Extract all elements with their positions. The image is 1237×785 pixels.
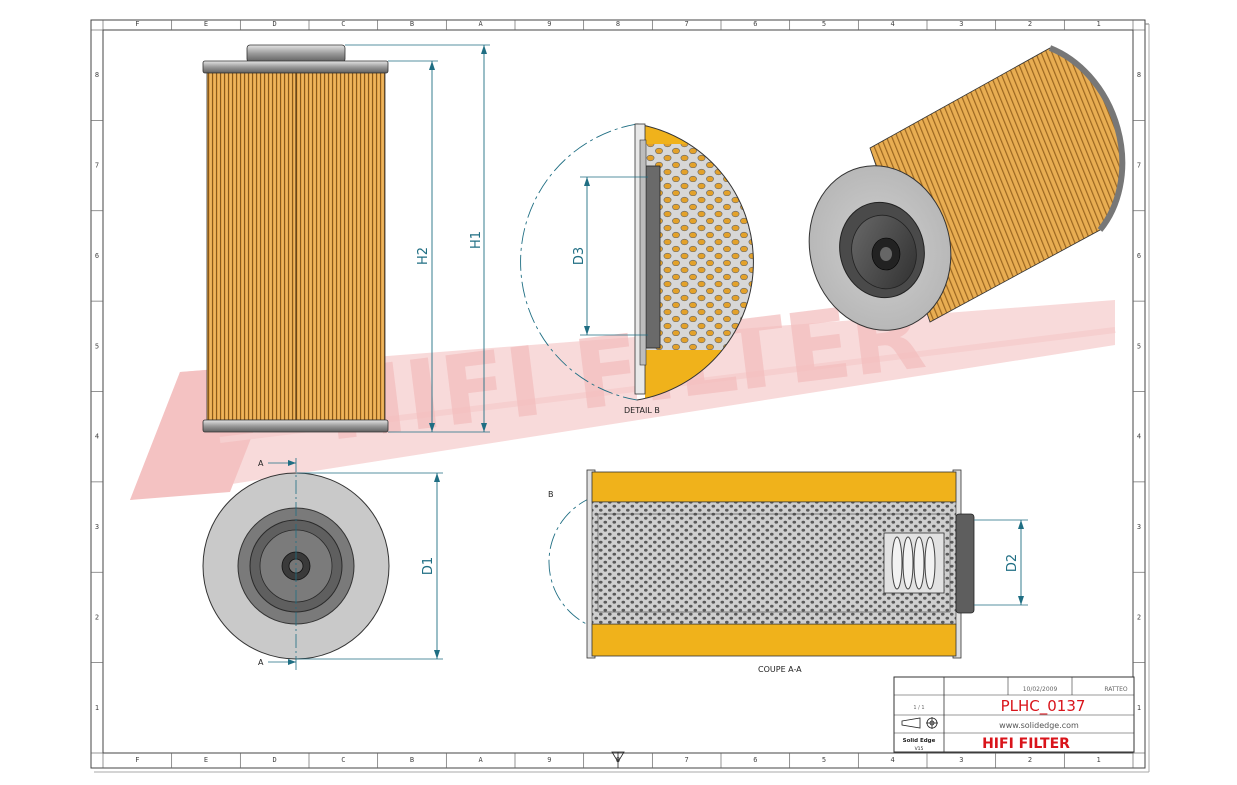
- zone-column-label: B: [410, 20, 414, 28]
- zone-row-label: 3: [95, 523, 99, 531]
- detail-marker-b: B: [548, 490, 554, 499]
- zone-column-label: 3: [959, 756, 963, 764]
- section-marker-a-top: A: [258, 459, 264, 468]
- zone-column-label: 2: [1028, 20, 1032, 28]
- dimension-d3: [580, 176, 648, 336]
- zone-column-label: 7: [685, 20, 689, 28]
- detail-b-caption: DETAIL B: [624, 406, 660, 415]
- zone-column-label: A: [479, 756, 484, 764]
- drawing-author: RATTEO: [1104, 686, 1128, 693]
- h2-label: H2: [416, 247, 431, 265]
- zone-column-label: F: [135, 20, 139, 28]
- zone-row-label: 1: [1137, 704, 1141, 712]
- zone-column-label: 2: [1028, 756, 1032, 764]
- front-view: [202, 44, 389, 433]
- section-marker-a-bottom: A: [258, 658, 264, 667]
- zone-column-label: 9: [547, 756, 551, 764]
- d3-label: D3: [572, 247, 587, 265]
- zone-column-label: 5: [822, 20, 826, 28]
- zone-column-label: 4: [891, 20, 895, 28]
- software-label: Solid Edge: [903, 738, 936, 744]
- outlet-collar: [246, 44, 346, 63]
- zone-row-label: 8: [95, 71, 99, 79]
- zone-column-label: 4: [891, 756, 895, 764]
- drawing-date: 10/02/2009: [1023, 686, 1058, 693]
- top-end-cap: [202, 60, 389, 74]
- zone-column-label: 1: [1097, 20, 1101, 28]
- zone-column-label: A: [479, 20, 484, 28]
- title-block: [893, 676, 1135, 753]
- d2-label: D2: [1005, 554, 1020, 572]
- zone-column-label: B: [410, 756, 414, 764]
- isometric-view: [808, 45, 1126, 331]
- company-name: HIFI FILTER: [982, 736, 1070, 752]
- zone-row-label: 1: [95, 704, 99, 712]
- dimension-h1: [345, 44, 490, 432]
- zone-column-label: 7: [685, 756, 689, 764]
- zone-row-label: 6: [95, 252, 99, 260]
- projection-symbol-icon: [901, 717, 938, 729]
- software-version: V15: [915, 746, 924, 752]
- dimension-d2: [974, 519, 1028, 606]
- zone-column-label: D: [273, 20, 277, 28]
- zone-column-label: F: [135, 756, 139, 764]
- section-a-a-view: [548, 469, 975, 659]
- zone-column-label: 6: [753, 20, 757, 28]
- zone-row-label: 4: [1137, 433, 1141, 441]
- website-label: www.solidedge.com: [999, 721, 1079, 730]
- zone-row-label: 2: [1137, 613, 1141, 621]
- drawing-number: PLHC_0137: [1001, 697, 1086, 716]
- zone-column-label: 8: [616, 20, 620, 28]
- zone-row-label: 2: [95, 613, 99, 621]
- dimension-h2: [388, 60, 490, 433]
- section-caption: COUPE A-A: [758, 665, 802, 674]
- zone-row-label: 5: [95, 342, 99, 350]
- zone-ticks: FFEEDDCCBBAA9988776655443322118877665544…: [91, 20, 1145, 768]
- bottom-end-cap: [202, 419, 389, 433]
- drawing-scale: 1 / 1: [913, 705, 924, 711]
- zone-column-label: 6: [753, 756, 757, 764]
- detail-b-view: [520, 123, 754, 401]
- zone-column-label: C: [341, 20, 345, 28]
- zone-column-label: E: [204, 20, 208, 28]
- zone-column-label: C: [341, 756, 345, 764]
- zone-column-label: 9: [547, 20, 551, 28]
- zone-column-label: 5: [822, 756, 826, 764]
- h1-label: H1: [469, 231, 484, 249]
- d1-label: D1: [421, 557, 436, 575]
- zone-row-label: 3: [1137, 523, 1141, 531]
- zone-row-label: 4: [95, 433, 99, 441]
- dimension-d1: [296, 472, 443, 660]
- zone-row-label: 6: [1137, 252, 1141, 260]
- zone-column-label: 3: [959, 20, 963, 28]
- end-view: [202, 458, 390, 670]
- zone-row-label: 7: [95, 162, 99, 170]
- zone-column-label: D: [273, 756, 277, 764]
- zone-row-label: 5: [1137, 342, 1141, 350]
- zone-row-label: 8: [1137, 71, 1141, 79]
- sheet-center-mark: [611, 751, 625, 768]
- zone-row-label: 7: [1137, 162, 1141, 170]
- zone-column-label: E: [204, 756, 208, 764]
- zone-column-label: 1: [1097, 756, 1101, 764]
